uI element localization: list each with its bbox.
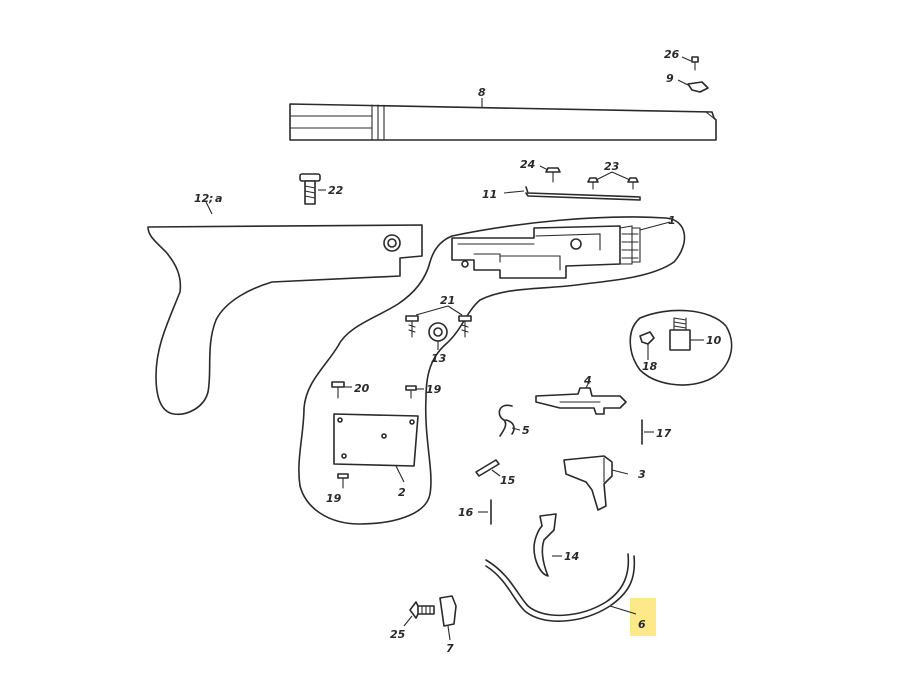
label-part-4: 4: [583, 374, 592, 387]
part-10-block: [669, 317, 704, 351]
label-part-11: 11: [482, 188, 497, 201]
label-part-19-b: 19: [326, 492, 342, 505]
part-25-screw: [403, 601, 435, 627]
part-22-screw: [299, 173, 326, 205]
part-8-barrel: [289, 98, 717, 141]
part-20-screw: [331, 381, 352, 399]
label-part-18: 18: [642, 360, 658, 373]
label-part-19-a: 19: [426, 383, 442, 396]
part-12-grip: [147, 201, 423, 416]
label-part-24: 24: [520, 158, 535, 171]
part-26-screw: [681, 56, 699, 71]
group-outline-safety: [629, 309, 733, 386]
label-part-14: 14: [564, 550, 579, 563]
part-1-receiver: [451, 221, 671, 279]
label-part-10: 10: [706, 334, 722, 347]
label-part-1: 1: [668, 214, 676, 227]
group-outline-frame: [298, 216, 686, 525]
part-17-pin: [641, 419, 654, 445]
part-19a-screw: [405, 385, 424, 399]
part-4-bar: [535, 383, 627, 415]
label-part-23: 23: [604, 160, 620, 173]
part-3-hammer: [563, 455, 629, 511]
part-16-pin: [478, 499, 492, 525]
label-part-15: 15: [500, 474, 516, 487]
label-part-22: 22: [328, 184, 344, 197]
label-part-21: 21: [440, 294, 455, 307]
label-part-8: 8: [478, 86, 486, 99]
label-part-12-suffix: ;: [208, 192, 213, 205]
label-part-20: 20: [354, 382, 370, 395]
part-23-pins: [587, 171, 639, 190]
label-part-9: 9: [666, 72, 674, 85]
label-part-7: 7: [446, 642, 454, 655]
label-part-5: 5: [522, 424, 530, 437]
part-9-clip: [677, 79, 709, 93]
part-5-spring: [498, 404, 521, 437]
part-19b-screw: [337, 473, 349, 489]
part-14-trigger: [533, 513, 562, 577]
label-part-2: 2: [398, 486, 406, 499]
part-15-pin: [475, 459, 501, 477]
label-part-6: 6: [638, 618, 646, 631]
label-part-12a: a: [215, 192, 222, 205]
part-13-washer: [428, 322, 448, 350]
part-21-screws: [405, 305, 472, 338]
part-2-side-plate: [333, 413, 419, 483]
label-part-13: 13: [431, 352, 447, 365]
label-part-25: 25: [390, 628, 406, 641]
part-24-screw: [539, 165, 561, 183]
label-part-3: 3: [638, 468, 646, 481]
label-part-26: 26: [664, 48, 680, 61]
part-6-spring: [485, 553, 637, 622]
label-part-12: 12: [194, 192, 210, 205]
part-11-strip: [503, 186, 641, 201]
label-part-17: 17: [656, 427, 672, 440]
highlight-box: [630, 598, 656, 636]
part-18-catch: [639, 331, 655, 360]
part-7-plate: [439, 595, 457, 641]
label-part-16: 16: [458, 506, 474, 519]
